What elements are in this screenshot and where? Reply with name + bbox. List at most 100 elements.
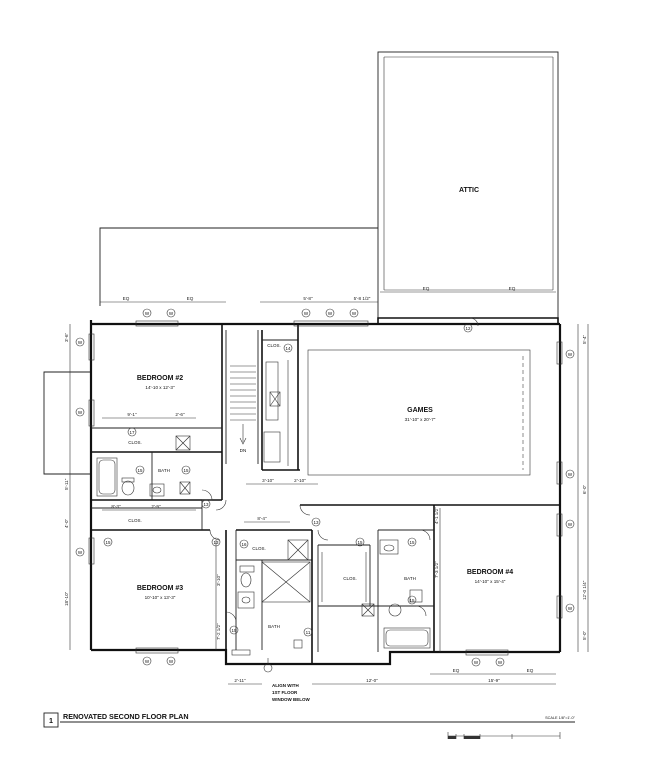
svg-text:W: W <box>78 340 83 345</box>
dim-label: 5'-11" <box>64 478 69 490</box>
shower <box>261 561 311 603</box>
porch-outline <box>43 371 90 475</box>
dim-label: 7'-2 1/2" <box>216 623 221 640</box>
bedroom4-size: 14'-10" x 15'-4" <box>475 579 506 584</box>
bath-label: BATH <box>404 576 416 581</box>
dim-label: EQ <box>123 296 130 301</box>
windows <box>88 320 563 656</box>
drawing-number: 1 <box>49 716 53 725</box>
dim-label: 5'-4" <box>582 334 587 344</box>
svg-text:W: W <box>169 311 174 316</box>
svg-text:W: W <box>474 660 479 665</box>
bedroom4-label: BEDROOM #4 <box>467 569 513 576</box>
dim-label: 4'-1 1/2" <box>434 507 439 524</box>
svg-text:15: 15 <box>137 468 143 473</box>
dim-label: 7'-3 1/2" <box>434 561 439 578</box>
dim-label: 12'-0 1/4" <box>582 580 587 600</box>
dim-label: EQ <box>453 668 460 673</box>
svg-text:13: 13 <box>213 540 219 545</box>
closet-label: CLOS. <box>128 518 142 523</box>
bedroom3-label: BEDROOM #3 <box>137 585 183 592</box>
dim-label: 4'-0" <box>64 518 69 528</box>
drawing-title: RENOVATED SECOND FLOOR PLAN <box>63 712 189 721</box>
svg-text:13: 13 <box>313 520 319 525</box>
games-size: 31'-10" x 20'-7" <box>405 417 436 422</box>
svg-text:15: 15 <box>183 468 189 473</box>
dim-label: 2'-11" <box>234 678 246 683</box>
closet-label: CLOS. <box>267 343 281 348</box>
dim-label: 3'-6" <box>64 332 69 342</box>
svg-text:W: W <box>78 550 83 555</box>
svg-text:W: W <box>145 659 150 664</box>
bedroom2-size: 14'-10 x 12'-3" <box>145 385 175 390</box>
door-tags: 17 15 15 13 14 13 12 15 13 16 15 15 15 1… <box>103 323 473 637</box>
toilet <box>121 480 135 496</box>
svg-text:15: 15 <box>357 540 363 545</box>
svg-text:16: 16 <box>241 542 247 547</box>
stairs <box>230 365 256 445</box>
dim-label: EQ <box>423 286 430 291</box>
sink <box>149 483 165 497</box>
dimension-lines <box>69 291 589 685</box>
door-swings <box>201 317 479 623</box>
linen-box <box>175 435 191 451</box>
dim-label: 3'-10" <box>262 478 274 483</box>
bedroom2-label: BEDROOM #2 <box>137 375 183 382</box>
align-tag <box>263 663 273 673</box>
svg-text:13: 13 <box>203 502 209 507</box>
svg-text:W: W <box>304 311 309 316</box>
dim-label: 5'-8 1/2" <box>354 296 371 301</box>
svg-text:14: 14 <box>285 346 291 351</box>
svg-text:15: 15 <box>105 540 111 545</box>
games-ceiling-outline <box>307 349 531 476</box>
stair-down-label: DN <box>240 448 247 453</box>
bedroom3-size: 10'-10" x 13'-3" <box>145 595 176 600</box>
title-block: 1 RENOVATED SECOND FLOOR PLAN SCALE 1/8"… <box>43 712 576 739</box>
dim-label: 8'-4" <box>257 516 267 521</box>
bath-label: BATH <box>268 624 280 629</box>
dim-label: EQ <box>509 286 516 291</box>
dim-label: 2'-6" <box>175 412 185 417</box>
dim-label: 9'-1" <box>127 412 137 417</box>
closet-label: CLOS. <box>128 440 142 445</box>
dim-label: 15'-9" <box>488 678 500 683</box>
dim-label: 2'-9" <box>151 504 161 509</box>
svg-text:W: W <box>145 311 150 316</box>
roof-outline <box>99 227 378 306</box>
svg-text:W: W <box>328 311 333 316</box>
dim-label: 5'-8" <box>303 296 313 301</box>
svg-text:15: 15 <box>409 598 415 603</box>
dim-label: 12'-0" <box>366 678 378 683</box>
svg-text:11: 11 <box>306 630 311 635</box>
dim-label: 18'-10" <box>64 591 69 606</box>
interior-walls <box>91 324 560 664</box>
attic-label: ATTIC <box>459 187 479 194</box>
svg-text:W: W <box>568 472 573 477</box>
svg-text:W: W <box>352 311 357 316</box>
dim-label: EQ <box>527 668 534 673</box>
align-note-1: ALIGN WITH <box>272 683 299 688</box>
svg-text:W: W <box>568 606 573 611</box>
svg-text:15: 15 <box>409 540 415 545</box>
svg-text:W: W <box>169 659 174 664</box>
svg-text:12: 12 <box>465 326 471 331</box>
svg-text:15: 15 <box>231 628 237 633</box>
shelving <box>265 361 279 421</box>
bathtub-2 <box>383 627 431 649</box>
dim-label: 6'-0" <box>582 484 587 494</box>
closet-label: CLOS. <box>343 576 357 581</box>
svg-text:W: W <box>498 660 503 665</box>
dim-label: 2'-10" <box>294 478 306 483</box>
exterior-walls <box>89 317 562 666</box>
bathtub <box>96 457 118 497</box>
svg-text:17: 17 <box>129 430 135 435</box>
scale-text: SCALE 1/8"=1'-0" <box>545 716 576 720</box>
svg-text:W: W <box>78 410 83 415</box>
window-tags: W W W W W W W W W W W W W W W W <box>75 308 575 667</box>
dim-label: 3'-10" <box>216 574 221 586</box>
align-note-2: 1ST FLOOR <box>272 690 298 695</box>
align-note-3: WINDOW BELOW <box>272 697 310 702</box>
svg-text:W: W <box>568 352 573 357</box>
games-label: GAMES <box>407 407 433 414</box>
